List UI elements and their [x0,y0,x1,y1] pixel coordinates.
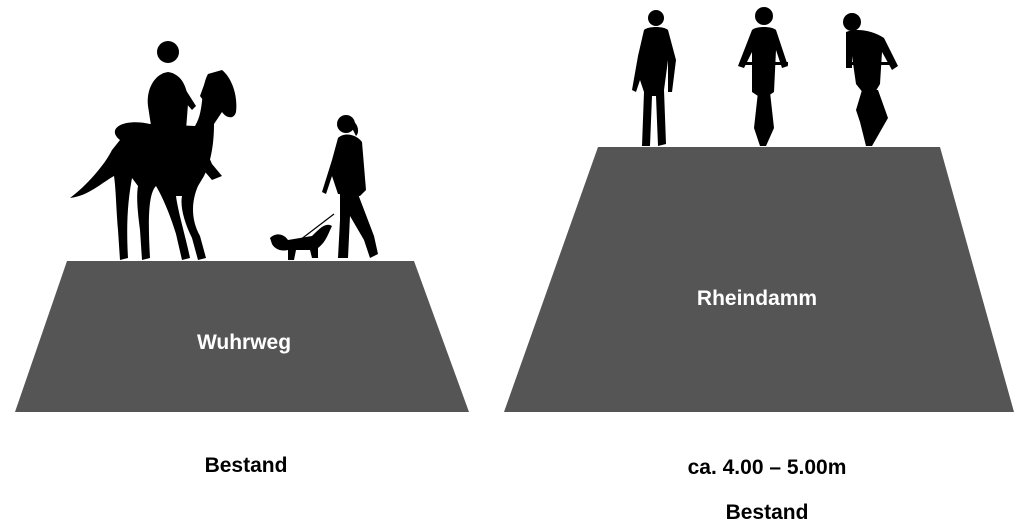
wuhrweg-embankment [15,261,469,412]
pedestrian-icon [632,10,676,146]
woman-walking-icon [322,115,378,258]
left-caption: Bestand [204,454,288,477]
rheindamm-embankment [504,147,1014,412]
cyclist-front-icon [738,7,788,146]
rheindamm-label: Rheindamm [697,287,817,310]
dimension-label: ca. 4.00 – 5.00m [687,456,847,479]
cyclist-standing-icon [843,13,898,146]
horse-rider-icon [70,41,237,260]
right-caption: Bestand [725,501,809,524]
dog-on-leash-icon [270,213,335,260]
wuhrweg-label: Wuhrweg [197,331,291,354]
